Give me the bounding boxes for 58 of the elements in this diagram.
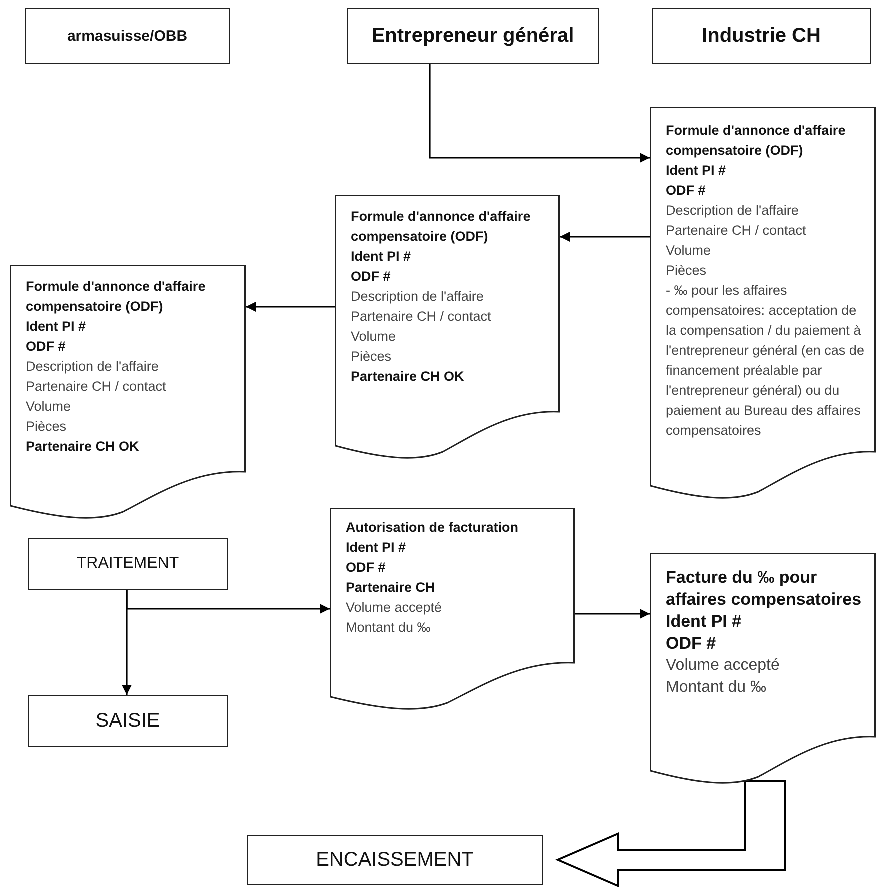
box-label: armasuisse/OBB — [67, 28, 188, 44]
document-shape — [10, 265, 246, 520]
document-field: Volume — [666, 241, 870, 261]
document-field: Montant du ‰ — [346, 618, 569, 638]
document-shape — [335, 195, 560, 460]
document-field: ODF # — [351, 267, 554, 287]
document-field: Partenaire CH OK — [26, 437, 240, 457]
lane-header-box — [652, 8, 871, 64]
document-field: ODF # — [346, 558, 569, 578]
arrow — [560, 232, 650, 242]
box-label: TRAITEMENT — [76, 555, 180, 573]
document-field: Description de l'affaire — [26, 357, 240, 377]
document-field: Partenaire CH / contact — [26, 377, 240, 397]
document-field: Partenaire CH — [346, 578, 569, 598]
box-label: Entrepreneur général — [372, 24, 574, 48]
document-field: Ident PI # — [666, 611, 870, 633]
document-field: Partenaire CH OK — [351, 367, 554, 387]
document-field: Ident PI # — [351, 247, 554, 267]
document-field: Ident PI # — [666, 161, 870, 181]
box-label: ENCAISSEMENT — [316, 848, 474, 872]
document-field: - ‰ pour les affaires compensatoires: acceptation de la compensation / du paiement à l'entrepreneur général (en cas de financement préalable par l'entrepreneur général) ou du paiement au Bureau des affaires compensatoires — [666, 281, 870, 441]
process-box — [247, 835, 543, 885]
document-field: ODF # — [26, 337, 240, 357]
block-arrow — [555, 780, 786, 887]
process-box — [28, 695, 228, 747]
document-shape — [650, 107, 876, 500]
arrow — [246, 302, 335, 312]
document-field: Pièces — [351, 347, 554, 367]
lane-header-box — [25, 8, 230, 64]
document-field: ODF # — [666, 633, 870, 655]
arrow — [575, 609, 650, 619]
document-heading: Autorisation de facturation — [346, 519, 520, 537]
document-field: Volume — [26, 397, 240, 417]
document-shape — [650, 553, 876, 785]
document-field: Ident PI # — [346, 538, 569, 558]
document-field: Pièces — [666, 261, 870, 281]
document-field: Partenaire CH / contact — [666, 221, 870, 241]
document-heading: Formule d'annonce d'affaire compensatoire (ODF) — [666, 122, 847, 160]
document-field: Volume — [351, 327, 554, 347]
document-shape — [330, 508, 575, 711]
lane-header-box — [347, 8, 599, 64]
document-field: Description de l'affaire — [351, 287, 554, 307]
document-field: ODF # — [666, 181, 870, 201]
document-field: Partenaire CH / contact — [351, 307, 554, 327]
document-field: Montant du ‰ — [666, 677, 870, 699]
document-field: Pièces — [26, 417, 240, 437]
document-heading: Formule d'annonce d'affaire compensatoire (ODF) — [351, 208, 532, 246]
process-box — [28, 538, 228, 590]
arrow — [429, 64, 650, 163]
document-field: Volume accepté — [666, 655, 870, 677]
document-field: Volume accepté — [346, 598, 569, 618]
arrow — [126, 590, 330, 614]
document-heading: Facture du ‰ pour affaires compensatoires — [666, 567, 863, 611]
document-heading: Formule d'annonce d'affaire compensatoire (ODF) — [26, 278, 207, 316]
document-field: Ident PI # — [26, 317, 240, 337]
box-label: SAISIE — [96, 710, 160, 732]
document-field: Description de l'affaire — [666, 201, 870, 221]
box-label: Industrie CH — [702, 24, 821, 48]
